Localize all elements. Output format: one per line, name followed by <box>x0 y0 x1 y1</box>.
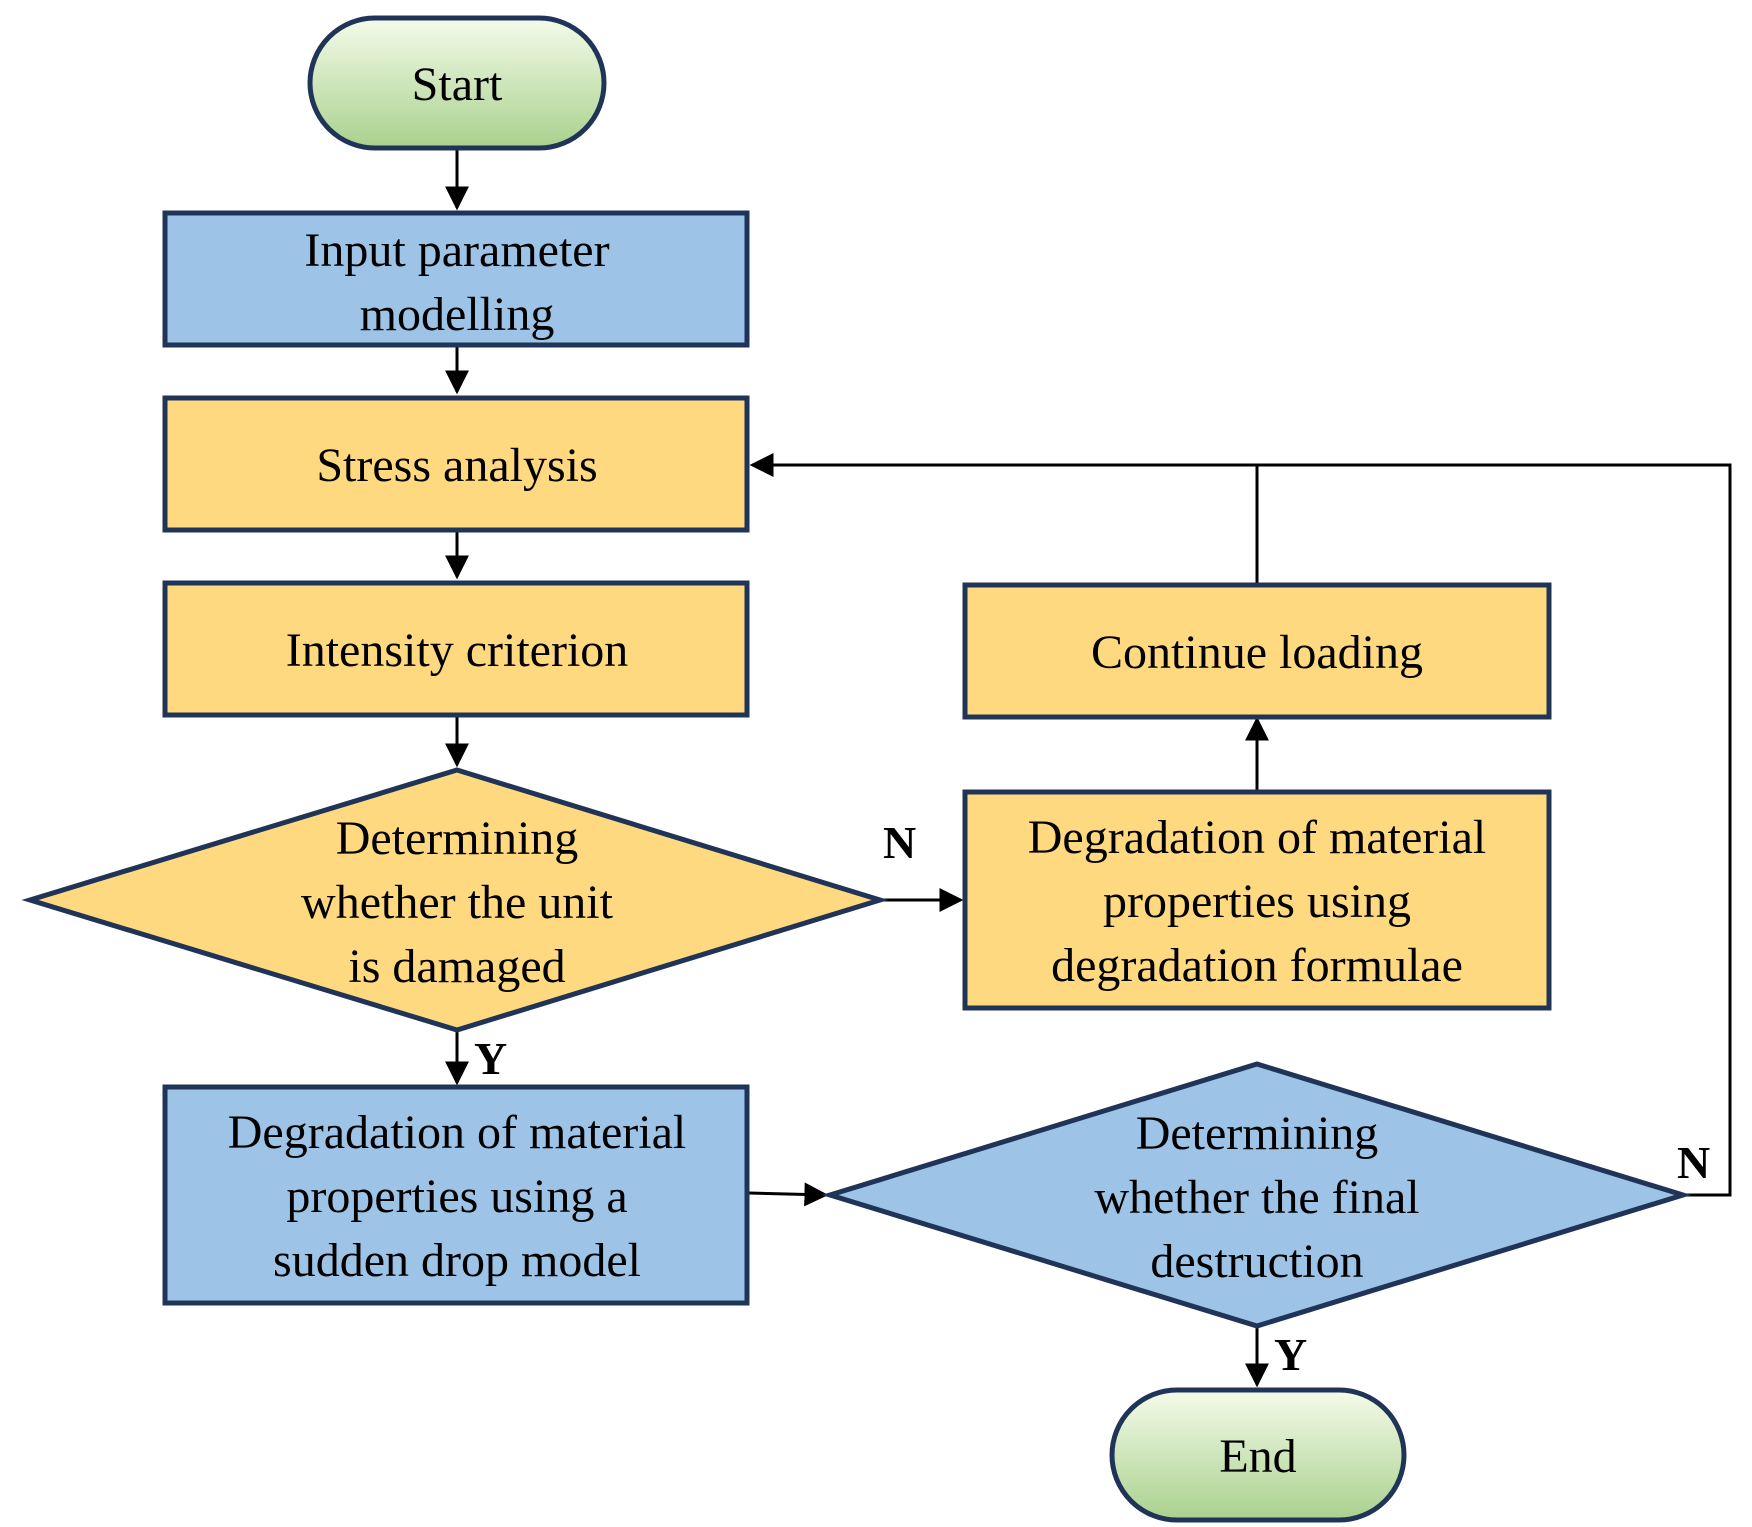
node-continue-text: Continue loading <box>1091 626 1423 679</box>
edge-final-no-to-stress <box>749 453 1732 1197</box>
node-end-text: End <box>1219 1430 1296 1483</box>
node-decision-final-line-1: Determining <box>1136 1107 1379 1160</box>
label-final-yes: Y <box>1274 1329 1307 1380</box>
node-decision-damaged-line-2: whether the unit <box>301 876 614 929</box>
node-formulae-line-1: Degradation of material <box>1028 811 1486 864</box>
node-decision-damaged-line-3: is damaged <box>348 940 565 993</box>
node-formulae-line-2: properties using <box>1103 875 1411 928</box>
node-formulae-line-3: degradation formulae <box>1051 939 1463 992</box>
node-degradation-sudden-drop: Degradation of material properties using… <box>162 1084 750 1306</box>
node-intensity-text: Intensity criterion <box>286 624 629 677</box>
label-final-no: N <box>1677 1137 1710 1188</box>
label-damage-no: N <box>883 817 916 868</box>
node-input-line-1: Input parameter <box>304 224 609 277</box>
node-decision-final: Determining whether the final destructio… <box>821 1061 1692 1329</box>
node-input-parameter: Input parameter modelling <box>162 210 750 348</box>
label-damage-yes: Y <box>474 1033 507 1084</box>
node-start: Start <box>307 15 607 151</box>
node-decision-final-line-3: destruction <box>1150 1235 1363 1288</box>
node-start-text: Start <box>412 58 503 111</box>
node-degradation-formulae: Degradation of material properties using… <box>962 789 1552 1011</box>
node-end: End <box>1109 1387 1407 1523</box>
node-continue-loading: Continue loading <box>962 582 1552 720</box>
node-sudden-line-2: properties using a <box>286 1170 627 1223</box>
edge-sudden-to-final <box>748 1182 829 1207</box>
node-input-line-2: modelling <box>360 288 555 341</box>
node-stress-text: Stress analysis <box>316 439 597 492</box>
node-intensity-criterion: Intensity criterion <box>162 580 750 718</box>
node-sudden-line-3: sudden drop model <box>273 1234 641 1287</box>
node-decision-damaged-line-1: Determining <box>336 812 579 865</box>
node-decision-damaged: Determining whether the unit is damaged <box>21 767 889 1033</box>
node-decision-final-line-2: whether the final <box>1094 1171 1419 1224</box>
node-stress-analysis: Stress analysis <box>162 395 750 533</box>
node-sudden-line-1: Degradation of material <box>228 1106 686 1159</box>
